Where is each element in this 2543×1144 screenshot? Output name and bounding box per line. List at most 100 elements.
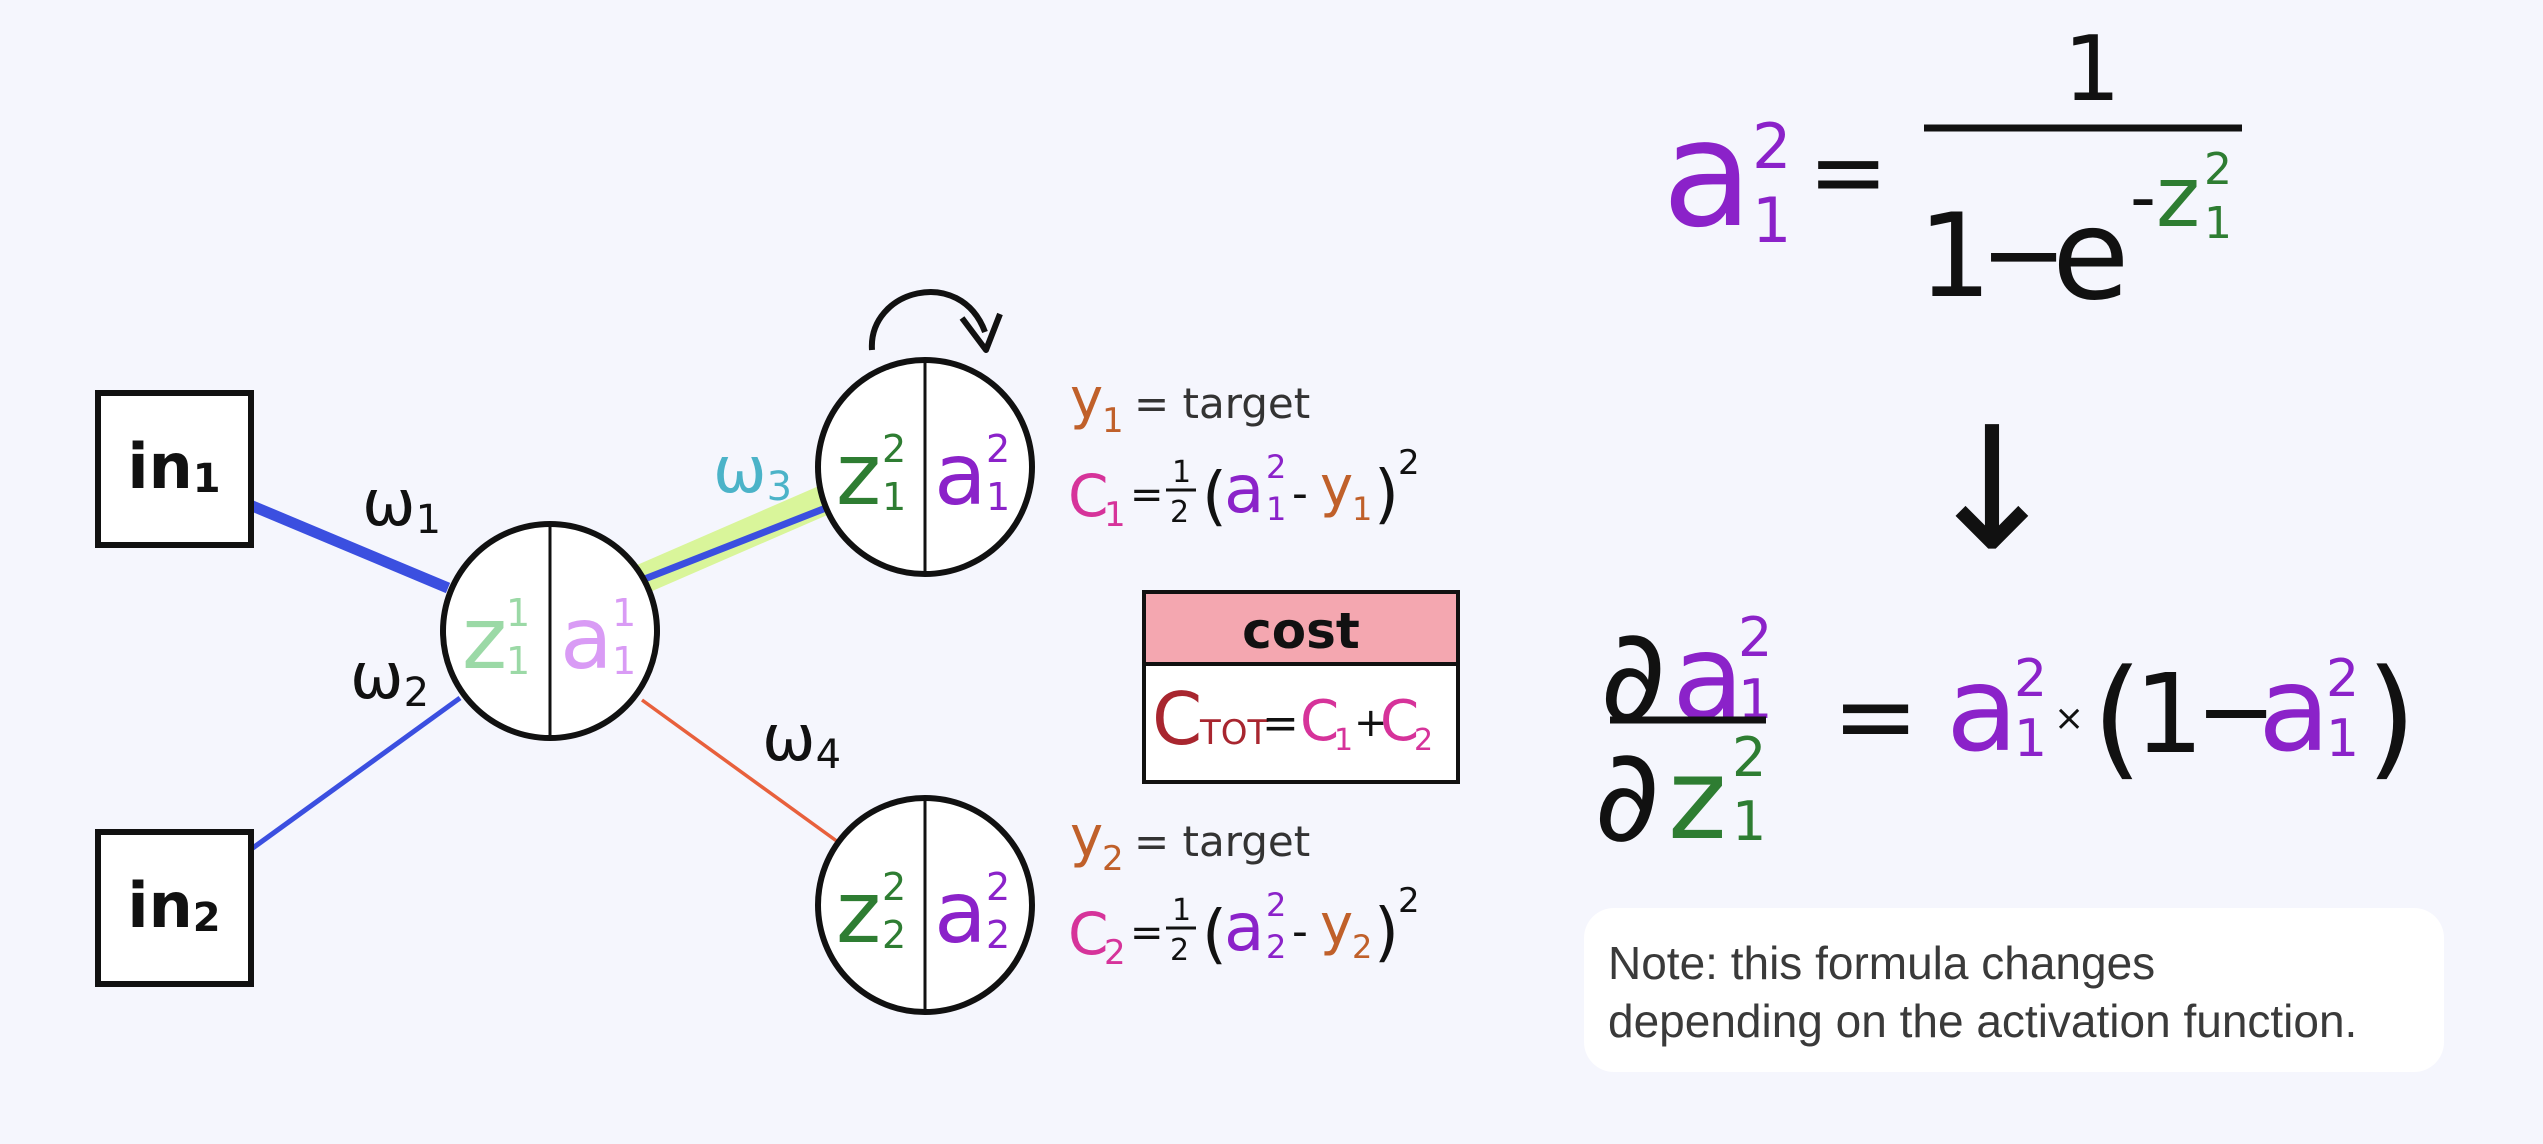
input-node-in2: in2 — [95, 829, 254, 987]
svg-text:2: 2 — [2204, 144, 2232, 195]
cost-box-header: cost — [1242, 602, 1360, 660]
neuron-output-2: z 2 2 a 2 2 — [815, 795, 1035, 1015]
formula-sigmoid: a 2 1 = 1 1 − e - z 2 1 — [1662, 17, 2242, 328]
svg-text:2: 2 — [1752, 110, 1791, 183]
svg-text:-: - — [1292, 906, 1308, 957]
svg-text:1: 1 — [1266, 490, 1286, 528]
svg-text:1: 1 — [2326, 709, 2359, 769]
svg-text:=: = — [1130, 910, 1164, 956]
svg-text:(: ( — [2092, 641, 2143, 793]
neuron-hidden: z 1 1 a 1 1 — [440, 521, 660, 741]
svg-text:1: 1 — [1104, 495, 1126, 535]
edge-in1-hidden — [247, 499, 451, 594]
neuron-z-sup: 2 — [882, 865, 906, 909]
arrow-down-icon: ↓ — [1921, 391, 2063, 589]
curved-arrow-head — [959, 312, 1003, 353]
svg-text:2: 2 — [1104, 933, 1126, 973]
svg-text:1: 1 — [1334, 723, 1353, 758]
cost-total-symbol: C — [1152, 677, 1202, 761]
cost-term-2: C 2 = 1 2 ( a 2 2 - y 2 ) 2 — [1068, 881, 1420, 973]
svg-text:∂: ∂ — [1594, 722, 1660, 871]
svg-text:+: + — [1354, 700, 1388, 746]
svg-text:= target: = target — [1134, 817, 1310, 866]
svg-text:): ) — [1374, 458, 1399, 532]
svg-text:= target: = target — [1134, 379, 1310, 428]
neuron-a-sup: 1 — [612, 591, 636, 635]
neuron-z-label: z — [462, 589, 507, 689]
svg-text:2: 2 — [1102, 839, 1124, 879]
svg-text:2: 2 — [1732, 726, 1766, 789]
cost-term-1: C 1 = 1 2 ( a 2 1 - y 1 ) 2 — [1068, 443, 1420, 535]
svg-text:−: − — [1980, 193, 2067, 315]
neuron-z-sup: 2 — [882, 427, 906, 471]
edge-hidden-out2 — [640, 698, 840, 844]
svg-text:-: - — [1292, 468, 1308, 519]
neuron-a-sup: 2 — [986, 865, 1010, 909]
svg-text:2: 2 — [1266, 886, 1286, 924]
note-box: Note: this formula changes depending on … — [1584, 908, 2444, 1072]
formula-derivative: ∂ a 2 1 ∂ z 2 1 = a 2 1 × ( 1 − a 2 1 ) — [1594, 602, 2417, 871]
neuron-output-1: z 2 1 a 2 1 — [815, 357, 1035, 577]
neuron-a-label: a — [934, 425, 987, 525]
svg-text:1: 1 — [1352, 490, 1372, 528]
neuron-a-sub: 1 — [612, 639, 636, 683]
neuron-z-label: z — [836, 863, 881, 963]
svg-text:C: C — [1068, 462, 1109, 530]
svg-text:-: - — [2130, 155, 2156, 239]
neuron-z-sub: 1 — [506, 639, 530, 683]
svg-text:=: = — [1262, 698, 1299, 749]
svg-text:y: y — [1320, 455, 1353, 520]
svg-text:×: × — [2054, 698, 2084, 739]
svg-text:C: C — [1068, 900, 1109, 968]
svg-text:a: a — [1224, 451, 1264, 528]
neuron-z-label: z — [836, 425, 881, 525]
input-label: in — [127, 869, 192, 942]
svg-text:1: 1 — [1918, 189, 1992, 324]
svg-text:1: 1 — [1172, 893, 1191, 928]
svg-text:(: ( — [1202, 898, 1227, 972]
svg-text:2: 2 — [2014, 649, 2047, 709]
edge-in2-hidden — [248, 695, 462, 853]
neuron-z-sub: 2 — [882, 913, 906, 957]
svg-text:2: 2 — [1266, 448, 1286, 486]
svg-text:1: 1 — [1102, 401, 1124, 441]
cost-total-subscript: TOT — [1199, 713, 1269, 753]
target-line-1: y 1 = target — [1070, 367, 1310, 441]
input-node-in1: in1 — [95, 390, 254, 548]
svg-text:1: 1 — [2014, 709, 2047, 769]
svg-text:1: 1 — [1732, 790, 1766, 853]
svg-text:2: 2 — [1170, 933, 1189, 968]
svg-text:=: = — [1808, 116, 1888, 228]
svg-text:a: a — [2258, 640, 2330, 778]
svg-text:y: y — [1070, 805, 1103, 870]
neuron-a-label: a — [934, 863, 987, 963]
weight-label-w4: ω4 — [762, 702, 841, 778]
svg-text:y: y — [1320, 893, 1353, 958]
neuron-z-sub: 1 — [882, 475, 906, 519]
input-subscript: 2 — [193, 895, 221, 941]
svg-text:1: 1 — [1172, 455, 1191, 490]
svg-text:∂: ∂ — [1600, 602, 1666, 751]
note-line-1: Note: this formula changes — [1608, 937, 2156, 989]
svg-text:−: − — [2196, 655, 2276, 767]
svg-text:a: a — [1662, 88, 1753, 260]
weight-label-w1: ω1 — [362, 467, 441, 543]
svg-text:2: 2 — [1352, 928, 1372, 966]
weight-label-w2: ω2 — [350, 640, 429, 716]
svg-text:(: ( — [1202, 460, 1227, 534]
weight-label-w3: ω3 — [713, 434, 792, 510]
input-subscript: 1 — [193, 456, 221, 502]
svg-text:2: 2 — [2326, 649, 2359, 709]
svg-text:2: 2 — [1170, 495, 1189, 530]
note-line-2: depending on the activation function. — [1608, 995, 2358, 1047]
svg-text:a: a — [1224, 889, 1264, 966]
svg-text:2: 2 — [1398, 443, 1420, 483]
svg-text:1: 1 — [1752, 184, 1791, 257]
target-line-2: y 2 = target — [1070, 805, 1310, 879]
svg-text:z: z — [1668, 735, 1727, 865]
cost-box: cost C TOT = C 1 + C 2 — [1142, 590, 1460, 784]
edge-hidden-out1 — [640, 500, 838, 584]
input-label: in — [127, 430, 192, 503]
neuron-a-label: a — [560, 589, 613, 689]
